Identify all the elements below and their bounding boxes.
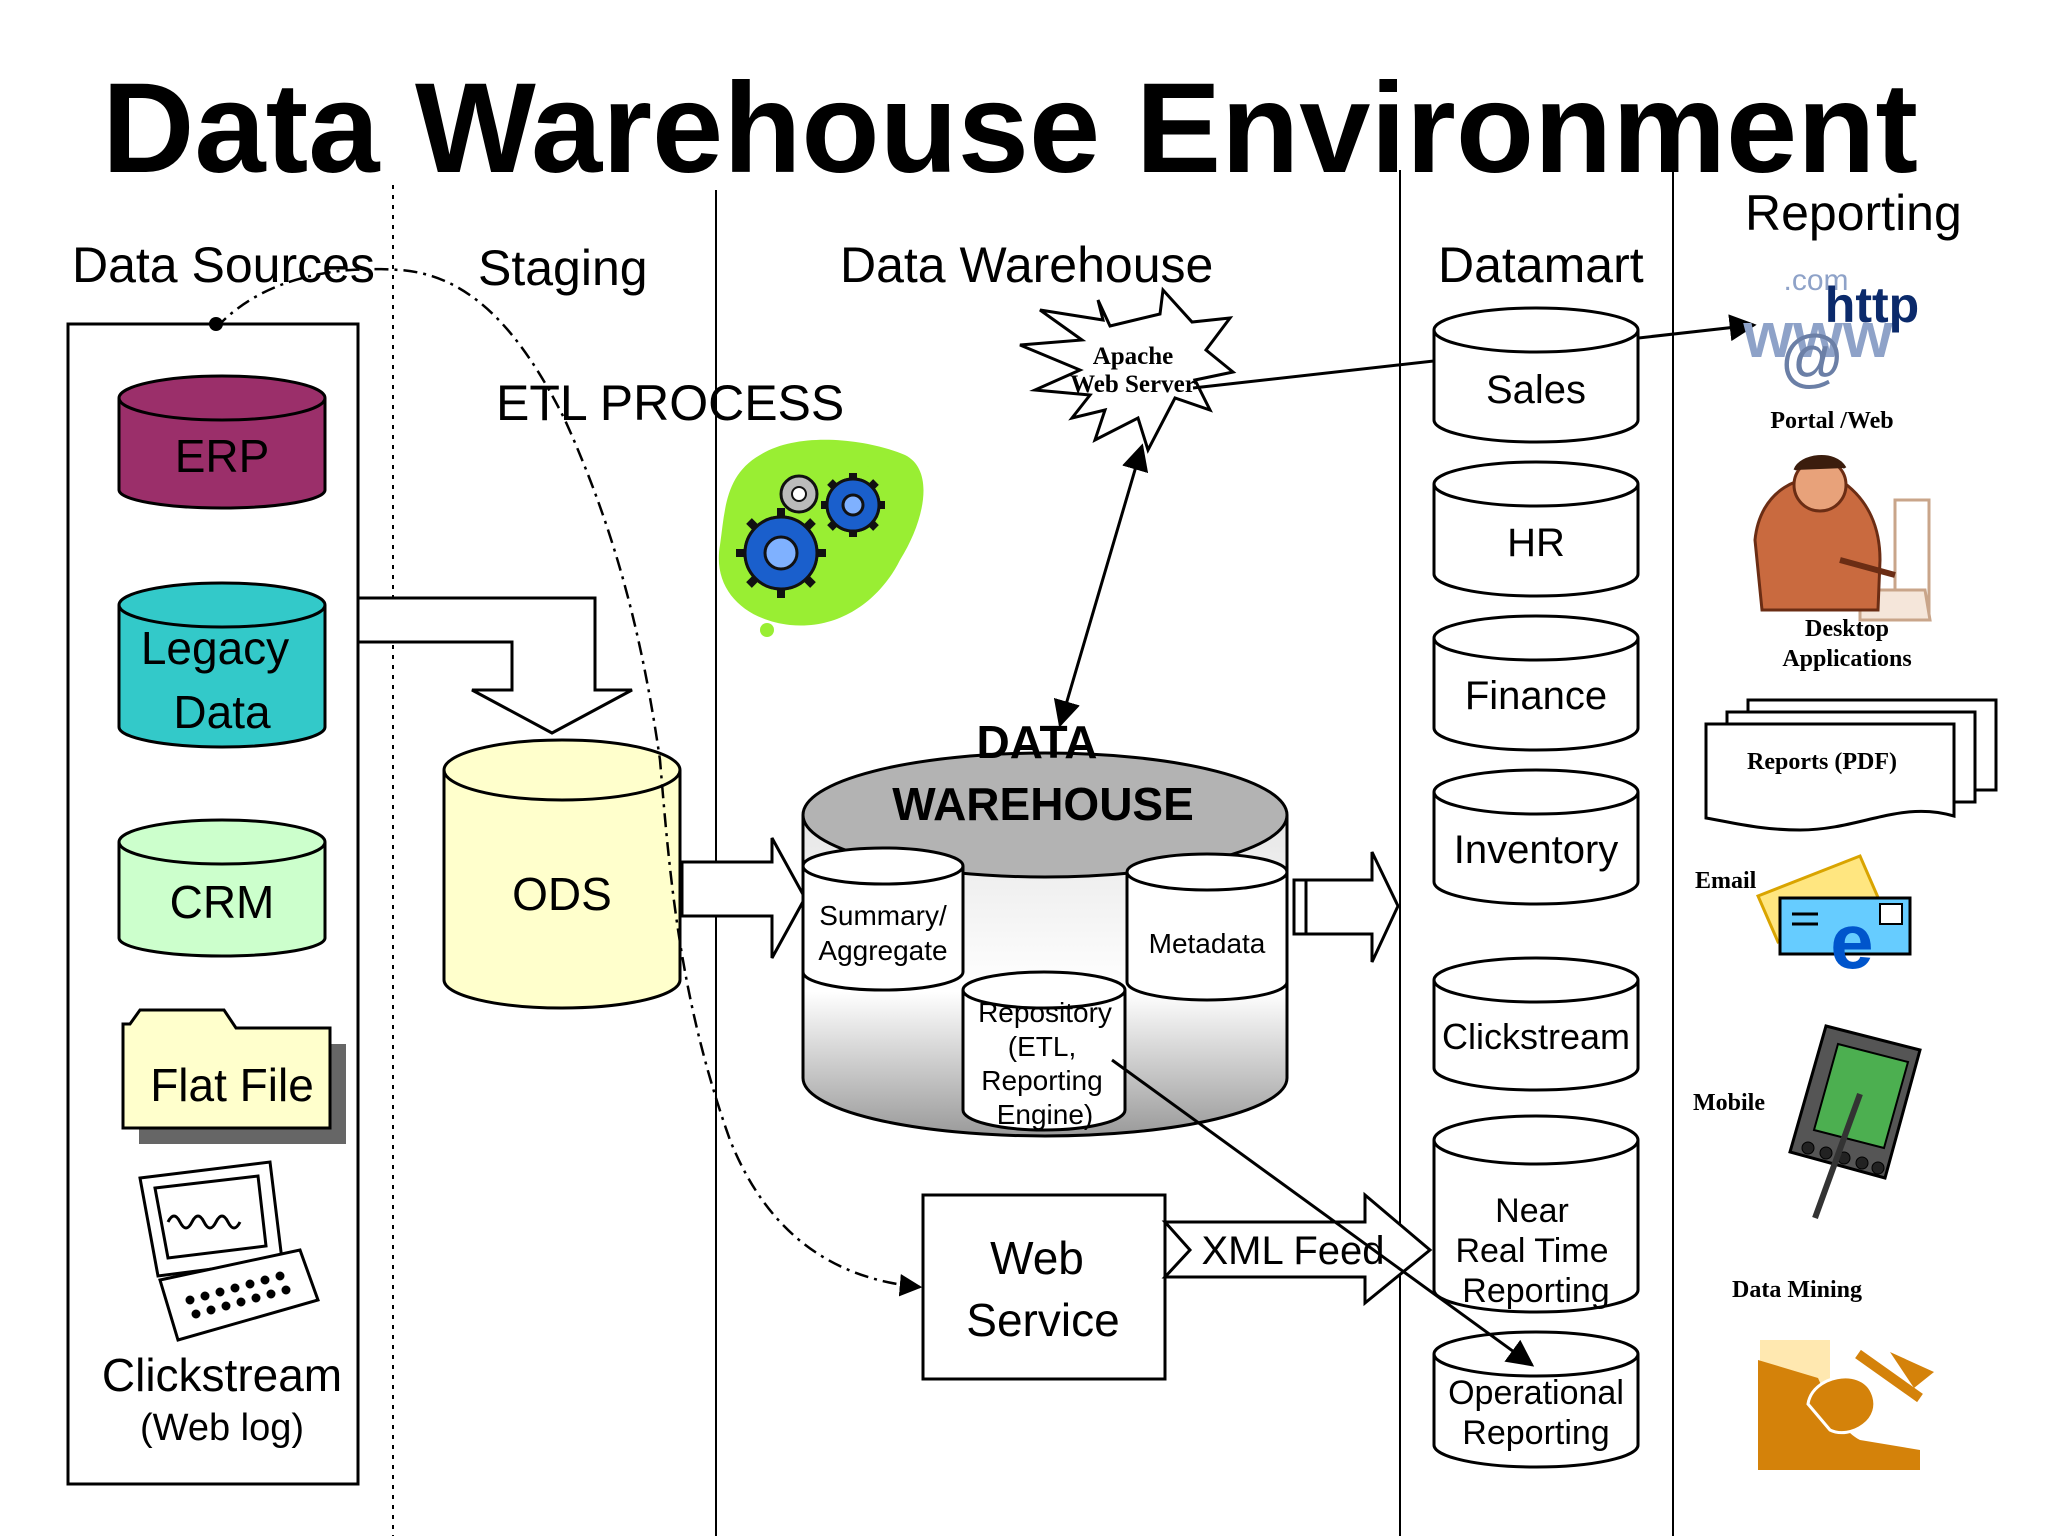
nrt-label-line2: Real Time bbox=[1455, 1232, 1608, 1270]
datamart-finance-cylinder: Finance bbox=[1432, 614, 1640, 752]
nrt-label-line3: Reporting bbox=[1462, 1272, 1609, 1310]
web-service-label-line2: Service bbox=[966, 1294, 1119, 1346]
data-mining-label: Data Mining bbox=[1732, 1277, 1862, 1303]
legacy-data-cylinder: Legacy Data bbox=[117, 581, 327, 749]
datamart-sales-cylinder: Sales bbox=[1432, 306, 1640, 444]
repository-label-line2: (ETL, bbox=[1008, 1031, 1076, 1062]
crm-label: CRM bbox=[170, 876, 275, 928]
datamart-inventory-label: Inventory bbox=[1454, 828, 1619, 872]
datamart-inventory-cylinder: Inventory bbox=[1432, 768, 1640, 906]
mobile-label: Mobile bbox=[1693, 1090, 1765, 1116]
column-header-data-sources: Data Sources bbox=[72, 237, 375, 293]
warehouse-title-line1: DATA bbox=[977, 716, 1098, 768]
metadata-label: Metadata bbox=[1149, 928, 1266, 959]
email-label: Email bbox=[1695, 868, 1757, 894]
apache-warehouse-link bbox=[1053, 443, 1149, 728]
at-text: @ bbox=[1780, 322, 1845, 394]
desktop-label-line2: Applications bbox=[1782, 646, 1911, 672]
repository-label-line4: Engine) bbox=[997, 1099, 1094, 1130]
operational-label-line2: Reporting bbox=[1462, 1414, 1609, 1452]
web-service-label-line1: Web bbox=[990, 1232, 1084, 1284]
portal-web-label: Portal /Web bbox=[1770, 408, 1893, 434]
reports-pdf-icon bbox=[1704, 698, 1998, 832]
xml-feed-label: XML Feed bbox=[1201, 1229, 1384, 1273]
summary-label-line2: Aggregate bbox=[818, 935, 947, 966]
flat-file-label: Flat File bbox=[150, 1059, 314, 1111]
mobile-pda-icon bbox=[1788, 1024, 1922, 1220]
datamart-clickstream-label: Clickstream bbox=[1442, 1016, 1630, 1057]
xml-feed-arrow: XML Feed bbox=[1161, 1191, 1433, 1307]
erp-label: ERP bbox=[175, 430, 270, 482]
repository-label-line3: Reporting bbox=[981, 1065, 1102, 1096]
etl-gears-icon bbox=[718, 439, 924, 637]
datamart-sales-label: Sales bbox=[1486, 368, 1586, 412]
com-text: .com bbox=[1783, 264, 1848, 297]
warehouse-title-line2: WAREHOUSE bbox=[892, 778, 1194, 830]
metadata-cylinder: Metadata bbox=[1125, 852, 1289, 1002]
flat-file-folder: Flat File bbox=[121, 1008, 346, 1144]
clickstream-source-label: Clickstream bbox=[102, 1349, 342, 1401]
portal-web-icon: www .com http @ bbox=[1742, 264, 1919, 394]
email-icon: e bbox=[1756, 854, 1912, 985]
datamart-clickstream-cylinder: Clickstream bbox=[1432, 956, 1640, 1092]
datamart-finance-label: Finance bbox=[1465, 674, 1607, 718]
warehouse-to-datamart-arrow-tail bbox=[1292, 878, 1308, 936]
page-title: Data Warehouse Environment bbox=[102, 57, 1918, 200]
www-text: www bbox=[1742, 299, 1893, 371]
summary-label-line1: Summary/ bbox=[819, 900, 947, 931]
datamart-hr-cylinder: HR bbox=[1432, 460, 1640, 598]
datamart-hr-label: HR bbox=[1507, 521, 1565, 565]
operational-label-line1: Operational bbox=[1448, 1374, 1624, 1412]
datamart-operational-cylinder: Operational Reporting bbox=[1432, 1330, 1640, 1469]
column-header-reporting: Reporting bbox=[1745, 185, 1962, 241]
desktop-label-line1: Desktop bbox=[1805, 616, 1889, 642]
ods-cylinder: ODS bbox=[442, 738, 682, 1010]
ods-to-warehouse-arrow bbox=[680, 837, 807, 959]
data-mining-icon bbox=[1758, 1340, 1934, 1470]
summary-aggregate-cylinder: Summary/ Aggregate bbox=[801, 846, 965, 992]
clickstream-source-sublabel: (Web log) bbox=[140, 1407, 304, 1449]
etl-process-label: ETL PROCESS bbox=[496, 375, 844, 431]
column-header-datamart: Datamart bbox=[1438, 237, 1644, 293]
sources-to-ods-arrow bbox=[356, 596, 633, 735]
desktop-applications-icon bbox=[1753, 454, 1932, 622]
computer-icon bbox=[138, 1160, 320, 1342]
apache-label-line2: Web Server bbox=[1070, 371, 1196, 398]
apache-label-line1: Apache bbox=[1093, 343, 1174, 370]
email-e-glyph: e bbox=[1830, 897, 1873, 985]
repository-cylinder: Repository (ETL, Reporting Engine) bbox=[961, 970, 1127, 1132]
web-service-box: Web Service bbox=[921, 1193, 1167, 1381]
datamart-near-real-time-cylinder: Near Real Time Reporting bbox=[1432, 1114, 1640, 1314]
crm-cylinder: CRM bbox=[117, 818, 327, 958]
repository-label-line1: Repository bbox=[978, 997, 1112, 1028]
apache-web-server-starburst: Apache Web Server bbox=[1019, 286, 1237, 454]
column-header-data-warehouse: Data Warehouse bbox=[840, 237, 1213, 293]
ods-label: ODS bbox=[512, 868, 612, 920]
column-header-staging: Staging bbox=[478, 240, 648, 296]
erp-cylinder: ERP bbox=[117, 374, 327, 510]
legacy-label-line2: Data bbox=[173, 686, 271, 738]
nrt-label-line1: Near bbox=[1495, 1192, 1569, 1230]
repository-to-operational-link bbox=[1111, 1058, 1535, 1367]
http-text: http bbox=[1825, 277, 1919, 333]
warehouse-to-datamart-arrow bbox=[1298, 851, 1400, 963]
clickstream-flow-start-dot bbox=[209, 317, 223, 331]
reports-pdf-label: Reports (PDF) bbox=[1747, 749, 1897, 775]
legacy-label-line1: Legacy bbox=[141, 622, 289, 674]
